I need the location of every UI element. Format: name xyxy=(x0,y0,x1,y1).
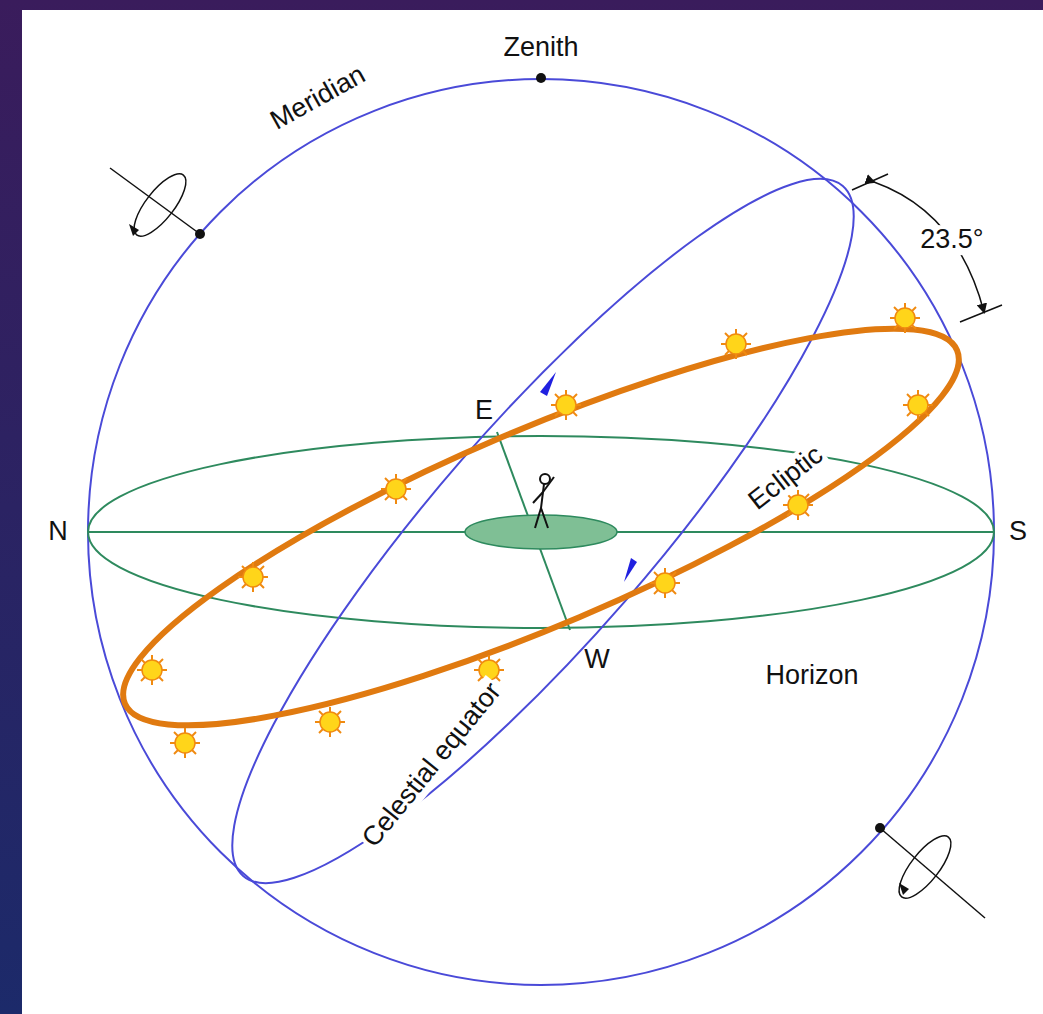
rotation-arrow xyxy=(899,883,909,895)
celestial-equator xyxy=(162,115,925,947)
angle-label: 23.5° xyxy=(918,225,985,255)
zenith-dot xyxy=(536,73,546,83)
angle-marker xyxy=(852,174,1002,322)
rotation-axis xyxy=(110,166,985,918)
horizon-label: Horizon xyxy=(763,661,860,691)
equator-arrow xyxy=(624,558,637,582)
pole-dot xyxy=(875,823,885,833)
ecliptic-path xyxy=(87,260,996,794)
direction-letter: E xyxy=(473,396,495,426)
pole-dot xyxy=(195,229,205,239)
observer-figure xyxy=(533,474,554,528)
horizon-ellipse xyxy=(88,436,994,628)
direction-letter: W xyxy=(582,645,611,675)
equator-arrow xyxy=(540,372,556,396)
white-ground xyxy=(22,10,1043,1014)
ground-disc xyxy=(465,515,617,549)
rotation-arrow xyxy=(129,224,139,236)
zenith-label: Zenith xyxy=(501,33,580,63)
direction-letter: S xyxy=(1007,517,1029,547)
meridian-circle xyxy=(88,79,994,985)
direction-letter: N xyxy=(46,517,70,547)
sun-positions xyxy=(137,303,933,758)
